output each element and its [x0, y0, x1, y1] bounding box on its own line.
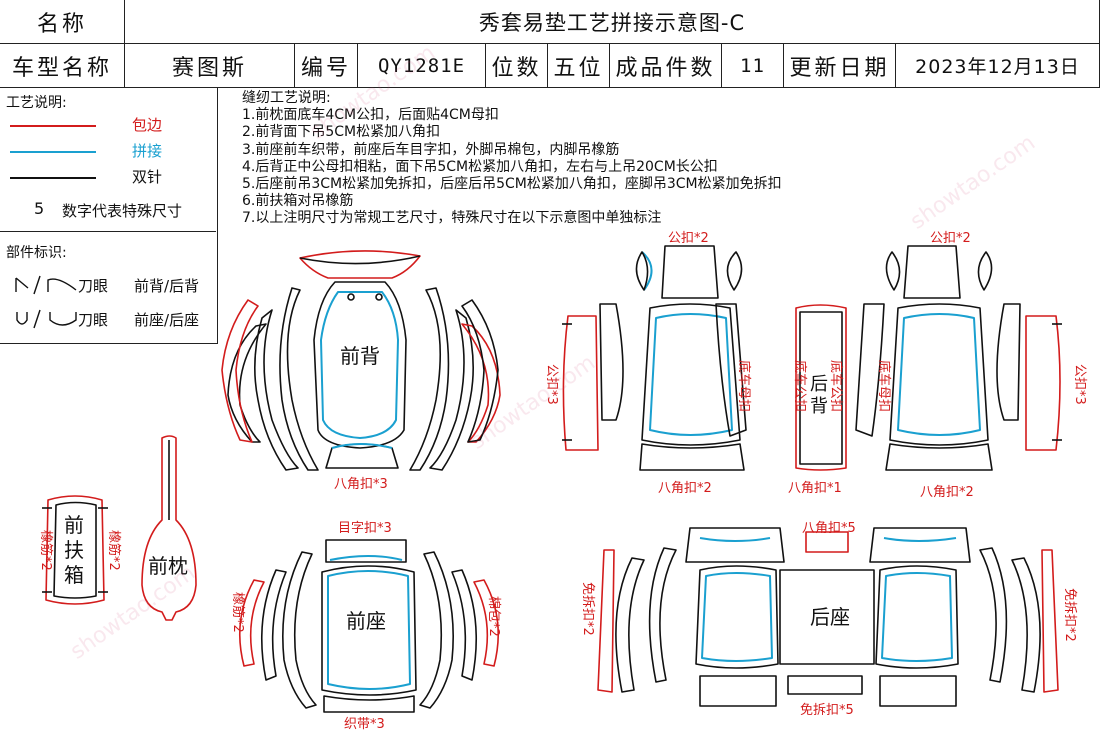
note-line: 5.后座前吊3CM松紧加免拆扣，后座后吊5CM松紧加八角扣，座脚吊3CM松紧加免…	[242, 176, 782, 193]
legend-label-double: 双针	[132, 168, 163, 186]
rear-back-center-right-tag: 底车公扣	[828, 360, 844, 412]
legend-divider	[0, 231, 216, 232]
knife1-desc: 前背/后背	[134, 277, 200, 295]
legend-panel: 工艺说明: 包边 拼接 双针 5 数字代表特殊尺寸 部件标识: 刀眼 前背/后背…	[0, 88, 218, 344]
header-table: 名称 秀套易垫工艺拼接示意图-C 车型名称 赛图斯 编号 QY1281E 位数 …	[0, 0, 1100, 88]
front-seat-left-tag: 橡筋*2	[230, 592, 246, 633]
pieces-label: 成品件数	[610, 44, 722, 88]
model-label: 车型名称	[0, 44, 125, 88]
rear-back-label-2: 背	[810, 396, 828, 417]
legend-line-red	[10, 125, 96, 127]
rear-back-top-left-tag: 公扣*2	[668, 231, 709, 246]
rear-seat-part	[597, 527, 1059, 707]
armrest-label-3: 箱	[64, 563, 84, 587]
legend-number-symbol: 5	[34, 199, 45, 218]
seats-value: 五位	[548, 44, 610, 88]
rear-back-bottom-left-tag: 八角扣*2	[658, 481, 712, 496]
sewing-notes: 缝纫工艺说明: 1.前枕面底车4CM公扣，后面贴4CM母扣 2.前背面下吊5CM…	[242, 90, 782, 228]
note-line: 6.前扶箱对吊橡筋	[242, 193, 354, 210]
code-label: 编号	[295, 44, 358, 88]
front-seat-label: 前座	[346, 609, 386, 633]
rear-back-bottom-center-tag: 八角扣*1	[788, 481, 842, 496]
pieces-value: 11	[722, 44, 784, 88]
front-pillow-part	[141, 435, 197, 621]
rear-back-mother-left-tag: 底车母扣	[736, 360, 752, 412]
knife-mark-seat-icon	[16, 309, 77, 329]
code-value: QY1281E	[358, 44, 486, 88]
legend-label-wrap: 包边	[132, 116, 163, 134]
knife2-label: 刀眼	[78, 311, 109, 329]
armrest-label-2: 扶	[64, 538, 84, 562]
legend-label-join: 拼接	[132, 142, 163, 160]
seats-label: 位数	[486, 44, 548, 88]
rear-back-mother-right-tag: 底车母扣	[876, 360, 892, 412]
note-line: 4.后背正中公母扣相粘，面下吊5CM松紧加八角扣，左右与上吊20CM长公扣	[242, 158, 718, 175]
notes-title: 缝纫工艺说明:	[242, 90, 331, 106]
front-pillow-label: 前枕	[148, 554, 188, 578]
rear-seat-right-tag: 免拆扣*2	[1062, 588, 1077, 642]
update-label: 更新日期	[784, 44, 896, 88]
front-back-part	[221, 250, 501, 471]
note-line: 3.前座前车织带，前座后车目字扣，外脚吊棉包，内脚吊橡筋	[242, 141, 620, 158]
knife-mark-back-icon	[15, 275, 77, 295]
front-back-label: 前背	[340, 344, 380, 368]
rear-seat-top-tag: 八角扣*5	[802, 521, 856, 536]
front-seat-right-tag: 棉包*2	[486, 596, 501, 637]
note-line: 7.以上注明尺寸为常规工艺尺寸，特殊尺寸在以下示意图中单独标注	[242, 210, 662, 227]
rear-seat-bottom-tag: 免拆扣*5	[800, 703, 854, 718]
rear-back-left-side-tag: 公扣*3	[544, 364, 559, 405]
rear-seat-left-tag: 免拆扣*2	[580, 582, 595, 636]
rear-back-label-1: 后	[810, 374, 828, 395]
legend-line-blue	[10, 151, 96, 153]
front-back-buckle-tag: 八角扣*3	[334, 477, 388, 492]
rear-back-top-right-tag: 公扣*2	[930, 231, 971, 246]
legend-number-text: 数字代表特殊尺寸	[62, 202, 183, 220]
front-seat-part	[239, 539, 499, 713]
note-line: 2.前背面下吊5CM松紧加八角扣	[242, 124, 441, 141]
front-seat-bottom-tag: 织带*3	[344, 717, 385, 732]
rear-back-right-side-tag: 公扣*3	[1072, 364, 1087, 405]
front-seat-top-tag: 目字扣*3	[338, 521, 392, 536]
knife1-label: 刀眼	[78, 277, 109, 295]
rear-back-bottom-right-tag: 八角扣*2	[920, 485, 974, 500]
knife2-desc: 前座/后座	[134, 311, 200, 329]
armrest-elastic-right: 橡筋*2	[106, 530, 122, 571]
name-label: 名称	[0, 0, 125, 44]
rear-back-part	[562, 245, 1062, 471]
note-line: 1.前枕面底车4CM公扣，后面贴4CM母扣	[242, 107, 499, 124]
legend-title: 工艺说明:	[6, 95, 67, 111]
rear-back-center-left-tag: 底车公扣	[792, 360, 808, 412]
armrest-label-1: 前	[64, 513, 84, 537]
rear-seat-label: 后座	[810, 605, 850, 629]
parts-title: 部件标识:	[6, 245, 67, 261]
armrest-elastic-left: 橡筋*2	[38, 530, 54, 571]
legend-line-black	[10, 177, 96, 179]
front-armrest-part	[42, 495, 108, 605]
model-value: 赛图斯	[125, 44, 295, 88]
diagram-title: 秀套易垫工艺拼接示意图-C	[125, 0, 1100, 44]
